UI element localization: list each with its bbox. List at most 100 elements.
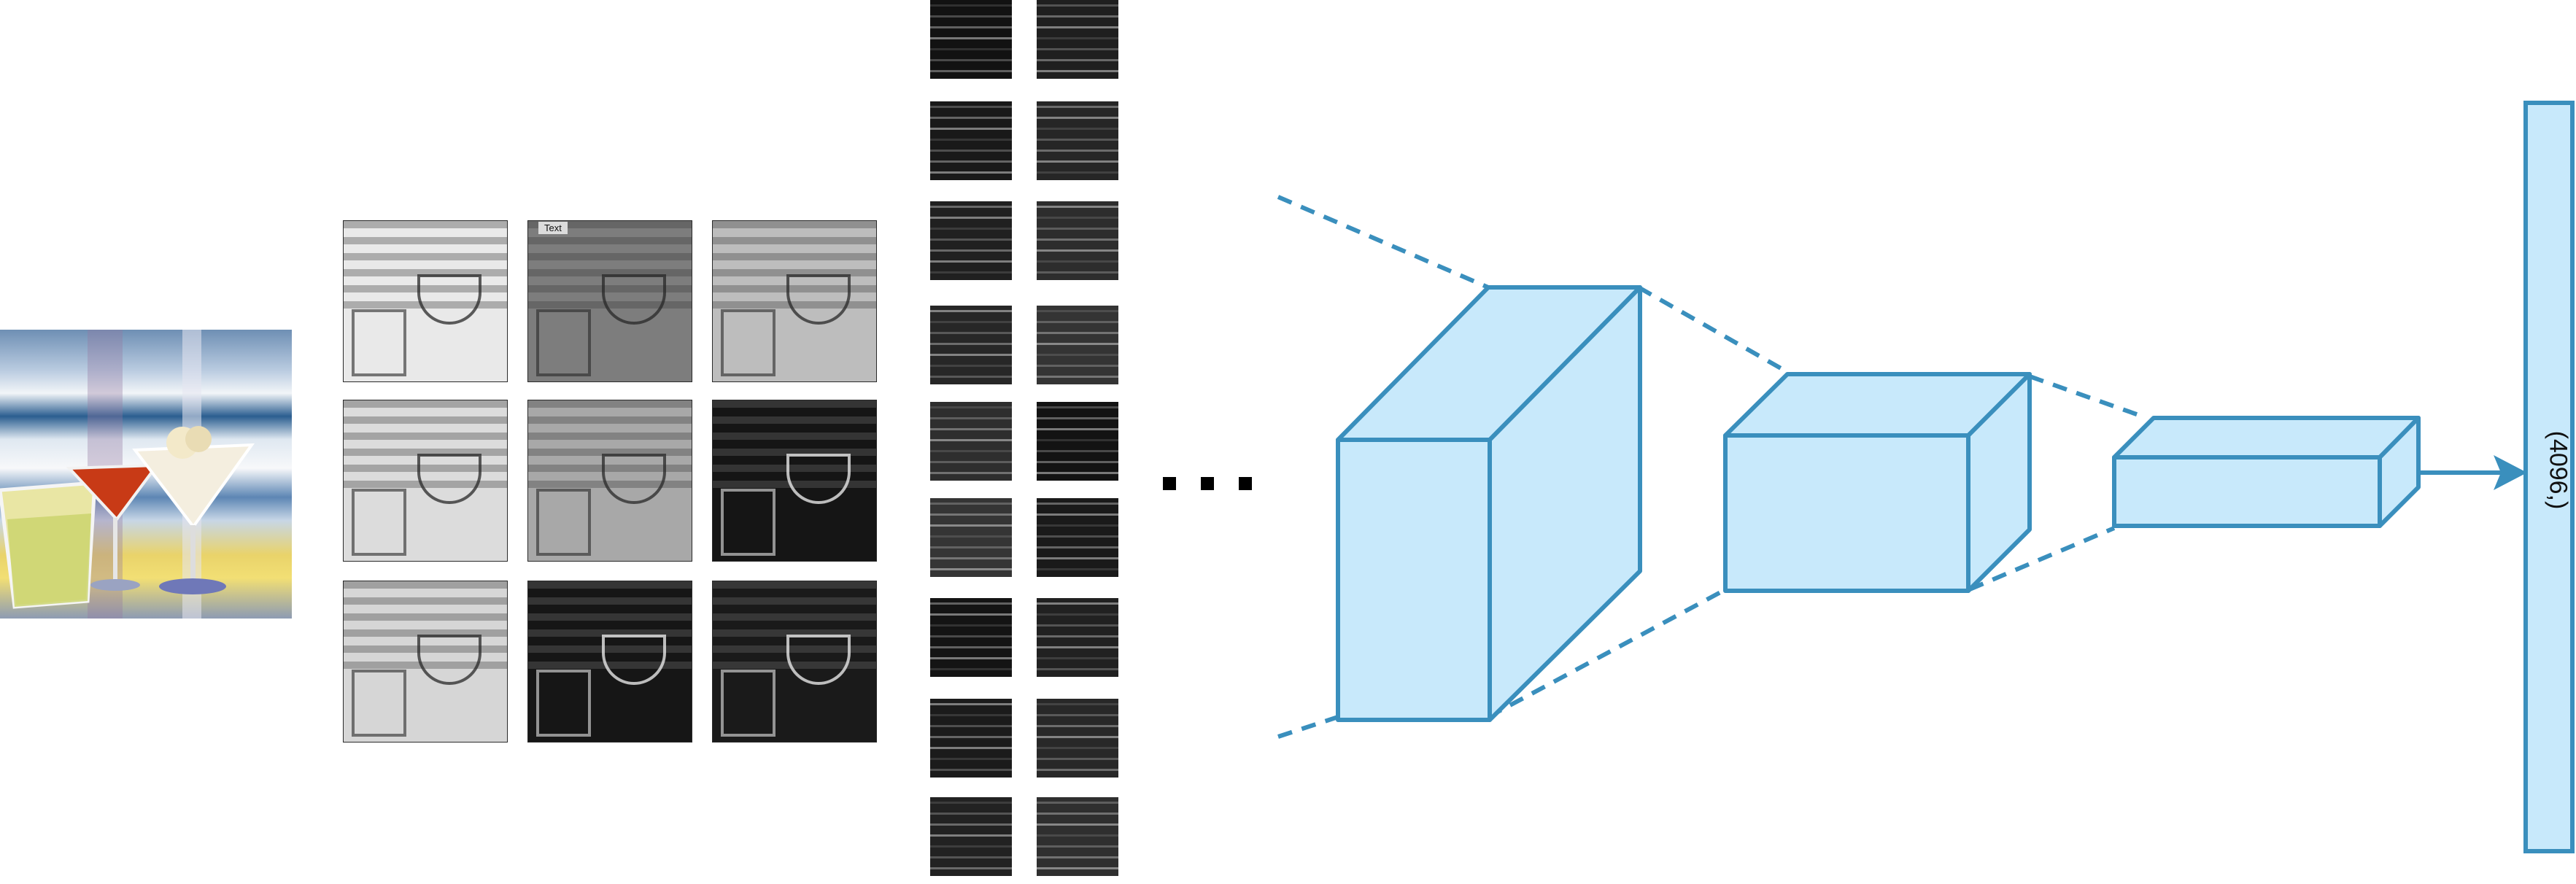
glass-silhouette <box>786 274 851 325</box>
feature-map <box>343 220 508 382</box>
feature-stripe <box>713 613 876 621</box>
feature-stripe <box>528 269 692 276</box>
glass-silhouette <box>352 309 407 376</box>
feature-stripe <box>344 400 507 408</box>
feature-line <box>1037 769 1118 771</box>
feature-stripe <box>344 449 507 456</box>
glass-silhouette <box>352 670 407 737</box>
feature-line <box>1037 524 1118 527</box>
feature-line <box>930 70 1012 72</box>
feature-map <box>712 400 877 562</box>
feature-line <box>1037 171 1118 174</box>
feature-line <box>930 332 1012 334</box>
feature-line <box>1037 747 1118 749</box>
feature-line <box>930 668 1012 670</box>
arrow-right-icon <box>2418 455 2527 490</box>
block-top-face <box>2112 416 2421 460</box>
feature-stripe <box>713 269 876 276</box>
feature-line <box>1037 160 1118 163</box>
feature-line <box>1037 117 1118 119</box>
feature-line <box>1037 406 1118 408</box>
feature-line <box>930 725 1012 727</box>
feature-map <box>712 220 877 382</box>
feature-map-text-tag: Text <box>538 222 568 234</box>
feature-line <box>1037 417 1118 419</box>
ellipsis-dot <box>1239 477 1252 490</box>
feature-line <box>930 802 1012 804</box>
ellipsis-dot <box>1201 477 1214 490</box>
feature-line <box>930 59 1012 61</box>
feature-map <box>527 220 692 382</box>
feature-stripe <box>713 433 876 440</box>
projection-lines <box>1277 195 2146 739</box>
feature-stripe <box>344 433 507 440</box>
feature-line <box>930 417 1012 419</box>
feature-stripe <box>344 221 507 228</box>
feature-line <box>930 450 1012 452</box>
feature-line <box>930 239 1012 241</box>
feature-stripe <box>713 237 876 244</box>
feature-line <box>1037 217 1118 219</box>
feature-line <box>1037 106 1118 108</box>
feature-map-thumbnail <box>930 498 1012 577</box>
feature-line <box>930 747 1012 749</box>
feature-map-thumbnail <box>930 0 1012 79</box>
dash-line <box>2028 374 2146 419</box>
feature-line <box>930 4 1012 7</box>
feature-line <box>930 568 1012 570</box>
conv-block-small <box>2112 416 2421 528</box>
feature-line <box>930 624 1012 627</box>
feature-line <box>1037 513 1118 516</box>
feature-stripe <box>344 613 507 621</box>
feature-line <box>1037 428 1118 430</box>
glass-silhouette <box>786 453 851 505</box>
feature-line <box>930 503 1012 505</box>
feature-stripe <box>713 581 876 589</box>
feature-line <box>1037 535 1118 538</box>
feature-line <box>1037 802 1118 804</box>
feature-line <box>930 260 1012 263</box>
fc-layer-bar <box>2523 101 2575 853</box>
feature-line <box>930 128 1012 130</box>
feature-line <box>1037 376 1118 378</box>
feature-map-thumbnail <box>930 598 1012 677</box>
feature-line <box>930 48 1012 50</box>
feature-line <box>930 365 1012 367</box>
feature-line <box>930 171 1012 174</box>
feature-line <box>930 546 1012 548</box>
feature-line <box>930 557 1012 559</box>
feature-line <box>1037 343 1118 345</box>
feature-line <box>930 343 1012 345</box>
feature-stripe <box>344 253 507 260</box>
conv-block-large <box>1336 285 1642 722</box>
feature-map <box>527 581 692 743</box>
feature-map-thumbnail <box>930 797 1012 876</box>
feature-stripe <box>528 237 692 244</box>
glass-silhouette <box>417 634 482 686</box>
feature-line <box>930 472 1012 474</box>
feature-line <box>930 613 1012 616</box>
feature-line <box>930 206 1012 208</box>
feature-line <box>930 845 1012 848</box>
feature-line <box>930 150 1012 152</box>
feature-stripe <box>528 449 692 456</box>
feature-line <box>930 736 1012 738</box>
feature-line <box>1037 668 1118 670</box>
dash-line <box>1637 285 1789 374</box>
feature-line <box>1037 332 1118 334</box>
feature-line <box>1037 758 1118 760</box>
feature-stripe <box>528 433 692 440</box>
feature-line <box>1037 228 1118 230</box>
feature-line <box>1037 834 1118 837</box>
glass-silhouette <box>536 489 592 556</box>
feature-line <box>930 15 1012 18</box>
feature-stripe <box>528 221 692 228</box>
feature-line <box>930 139 1012 141</box>
dash-line <box>1968 526 2116 592</box>
feature-line <box>930 249 1012 252</box>
feature-line <box>1037 845 1118 848</box>
feature-line <box>930 428 1012 430</box>
feature-stripe <box>344 416 507 424</box>
feature-map <box>527 400 692 562</box>
